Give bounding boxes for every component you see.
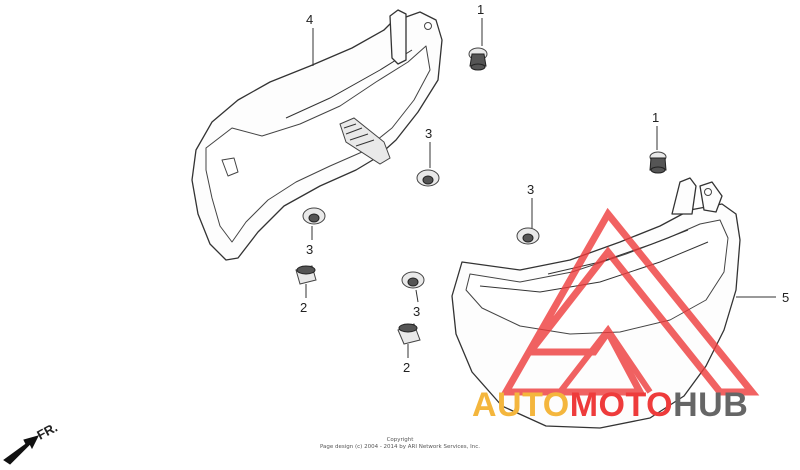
logo-word-moto: MOTO [569, 386, 674, 424]
copyright-line-1: Copyright [386, 437, 414, 443]
side-cover-left-part-4[interactable] [191, 9, 443, 261]
grommet-part-3-c[interactable] [516, 227, 540, 245]
automotohub-logo-text: AUTOMOTOHUB [472, 388, 748, 422]
front-direction-arrow-icon [3, 435, 39, 465]
side-cover-right-part-5[interactable] [451, 177, 741, 429]
svg-text:FR.: FR. [34, 420, 60, 443]
grommet-part-3-d[interactable] [401, 271, 425, 289]
front-direction-indicator: FR. [3, 420, 60, 465]
copyright-line-2: Page design (c) 2004 - 2014 by ARI Netwo… [319, 444, 481, 450]
callout-3-a: 3 [425, 126, 432, 168]
callout-3-d: 3 [413, 289, 420, 319]
pin-part-2-a[interactable] [295, 265, 317, 285]
bolt-part-1-a[interactable] [468, 47, 488, 71]
callout-4: 4 [306, 12, 314, 66]
bolt-part-1-b[interactable] [649, 151, 667, 174]
logo-word-hub: HUB [673, 386, 749, 424]
grommet-part-3-b[interactable] [302, 207, 326, 225]
logo-word-auto: AUTO [472, 386, 570, 424]
callout-5: 5 [736, 290, 789, 305]
callout-1-right: 1 [652, 110, 659, 150]
callout-2-b: 2 [403, 344, 410, 375]
svg-text:2: 2 [300, 300, 307, 315]
grommet-part-3-a[interactable] [416, 169, 440, 187]
callout-1-top: 1 [477, 2, 484, 46]
automotohub-logo-mark [499, 207, 760, 396]
callout-2-a: 2 [300, 284, 307, 315]
callout-3-c: 3 [527, 182, 534, 228]
svg-text:1: 1 [477, 2, 484, 17]
svg-text:3: 3 [413, 304, 420, 319]
svg-text:2: 2 [403, 360, 410, 375]
svg-text:3: 3 [306, 242, 313, 257]
svg-text:1: 1 [652, 110, 659, 125]
svg-text:4: 4 [306, 12, 313, 27]
svg-text:3: 3 [425, 126, 432, 141]
callout-3-b: 3 [306, 226, 313, 257]
pin-part-2-b[interactable] [397, 323, 421, 345]
svg-text:5: 5 [782, 290, 789, 305]
copyright-notice: Copyright Page design (c) 2004 - 2014 by… [250, 437, 550, 451]
svg-text:3: 3 [527, 182, 534, 197]
